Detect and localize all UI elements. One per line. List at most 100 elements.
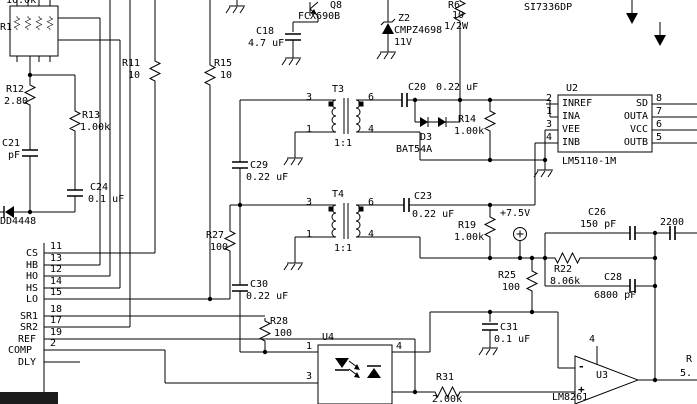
- u3-power-pin: 4: [589, 334, 596, 345]
- u3-ref: U3: [596, 370, 609, 381]
- u2-pin-name-outb: OUTB: [623, 137, 648, 148]
- r15-ref: R15: [214, 58, 233, 69]
- c18-value: 4.7 uF: [248, 38, 285, 49]
- c20-value: 0.22 uF: [436, 82, 479, 93]
- c21-value: pF: [8, 150, 21, 161]
- diodes-and-arrows: [5, 9, 666, 378]
- ic-pin-num-ho: 12: [50, 264, 63, 275]
- t4-pin-1: 1: [306, 229, 313, 240]
- u2-part: LM5110-1M: [562, 156, 617, 167]
- u4-pin-bl: 3: [306, 371, 313, 382]
- u2-pin-name-vcc: VCC: [629, 124, 648, 135]
- c31-ref: C31: [500, 322, 519, 333]
- r19-value: 1.00k: [454, 232, 485, 243]
- capacitor-plates: [22, 33, 676, 331]
- r11-value: 10: [128, 70, 141, 81]
- ic-pin-name-lo: LO: [26, 294, 39, 305]
- ic-pin-name-sr1: SR1: [20, 311, 39, 322]
- resnet-ref: R1: [0, 22, 13, 33]
- r14-value: 1.00k: [454, 126, 485, 137]
- c23-value: 0.22 uF: [412, 209, 455, 220]
- r13-ref: R13: [82, 110, 101, 121]
- c20-ref: C20: [408, 82, 427, 93]
- r14-ref: R14: [458, 114, 477, 125]
- c18-ref: C18: [256, 26, 275, 37]
- sync-fet-part: SI7336DP: [524, 2, 573, 13]
- u4-ref: U4: [322, 332, 335, 343]
- u2-rpin-3: 5: [656, 132, 663, 143]
- c24-value: 0.1 uF: [88, 194, 125, 205]
- ic-pin-name-hs: HS: [26, 283, 39, 294]
- edge-resistor-ref-partial: R: [686, 354, 693, 365]
- r27-ref: R27: [206, 230, 225, 241]
- ic-pin-num-sr1: 18: [50, 304, 63, 315]
- r15-value: 10: [220, 70, 233, 81]
- ic-pin-name-hb: HB: [26, 260, 39, 271]
- c28-ref: C28: [604, 272, 623, 283]
- u3-minus-input: -: [578, 360, 585, 373]
- ic-pin-num-hs: 14: [50, 276, 63, 287]
- c30-ref: C30: [250, 279, 269, 290]
- t3-pin-3: 3: [306, 92, 313, 103]
- u2-lpin-0: 2: [546, 93, 553, 104]
- c31-value: 0.1 uF: [494, 334, 531, 345]
- u3-part: LM8261: [552, 392, 589, 403]
- t3-phase-dot: [358, 101, 364, 107]
- r19-ref: R19: [458, 220, 477, 231]
- cutoff-block: [0, 392, 58, 404]
- input-diode-part: MDD4448: [0, 216, 37, 227]
- resistor-network-box: [9, 5, 59, 57]
- t4-ratio: 1:1: [334, 243, 353, 254]
- r12-ref: R12: [6, 84, 25, 95]
- q8-ref: Q8: [330, 0, 343, 11]
- u4-opto-box: [317, 344, 393, 404]
- r31-value: 2.00k: [432, 394, 463, 404]
- ic-pin-name-comp: COMP: [8, 345, 33, 356]
- r27-value: 100: [210, 242, 229, 253]
- transformer-t3: [328, 99, 364, 133]
- c27-value-partial: 2200: [660, 217, 685, 228]
- u2-box: [557, 94, 653, 153]
- c24-ref: C24: [90, 182, 109, 193]
- q8-part: FCX690B: [298, 11, 341, 22]
- t4-phase-dot: [328, 206, 334, 212]
- zener-bar: [380, 18, 396, 26]
- ic-pin-num-comp: 2: [50, 338, 57, 349]
- u4-pin-tr: 4: [396, 341, 403, 352]
- opamp-triangle: [574, 355, 640, 404]
- t3-pin-4: 4: [368, 124, 375, 135]
- u2-rpin-0: 8: [656, 93, 663, 104]
- t3-ratio: 1:1: [334, 138, 353, 149]
- r31-ref: R31: [436, 372, 455, 383]
- r25-ref: R25: [498, 270, 517, 281]
- t4-ref: T4: [332, 189, 345, 200]
- r6-power: 1/2W: [444, 21, 469, 32]
- u2-rpin-1: 7: [656, 106, 663, 117]
- d3-part: BAT54A: [396, 144, 433, 155]
- u2-lpin-3: 4: [546, 132, 553, 143]
- r6-ref: R6: [448, 0, 461, 11]
- c26-value: 150 pF: [580, 219, 617, 230]
- edge-resistor-value-partial: 5.: [680, 368, 693, 379]
- z2-ref: Z2: [398, 13, 411, 24]
- resnet-value: 10.0k: [6, 0, 37, 6]
- r22-value: 8.06k: [550, 276, 581, 287]
- t4-phase-dot: [358, 206, 364, 212]
- c23-ref: C23: [414, 191, 433, 202]
- c28-value: 6800 pF: [594, 290, 637, 301]
- c26-ref: C26: [588, 207, 607, 218]
- r6-value: 10: [452, 10, 465, 21]
- ic-pin-num-sr2: 17: [50, 315, 63, 326]
- u2-ref: U2: [566, 83, 579, 94]
- junction-dots: [27, 72, 658, 395]
- supply-symbol: [513, 227, 527, 241]
- ic-pin-num-lo: 15: [50, 287, 63, 298]
- ic-pin-num-ref: 19: [50, 327, 63, 338]
- u4-pin-tl: 1: [306, 341, 313, 352]
- u3-plus-input: +: [578, 383, 585, 396]
- r12-value: 2.80: [4, 96, 29, 107]
- t3-phase-dot: [328, 101, 334, 107]
- r28-ref: R28: [270, 316, 289, 327]
- ic-pin-name-ref: REF: [18, 334, 37, 345]
